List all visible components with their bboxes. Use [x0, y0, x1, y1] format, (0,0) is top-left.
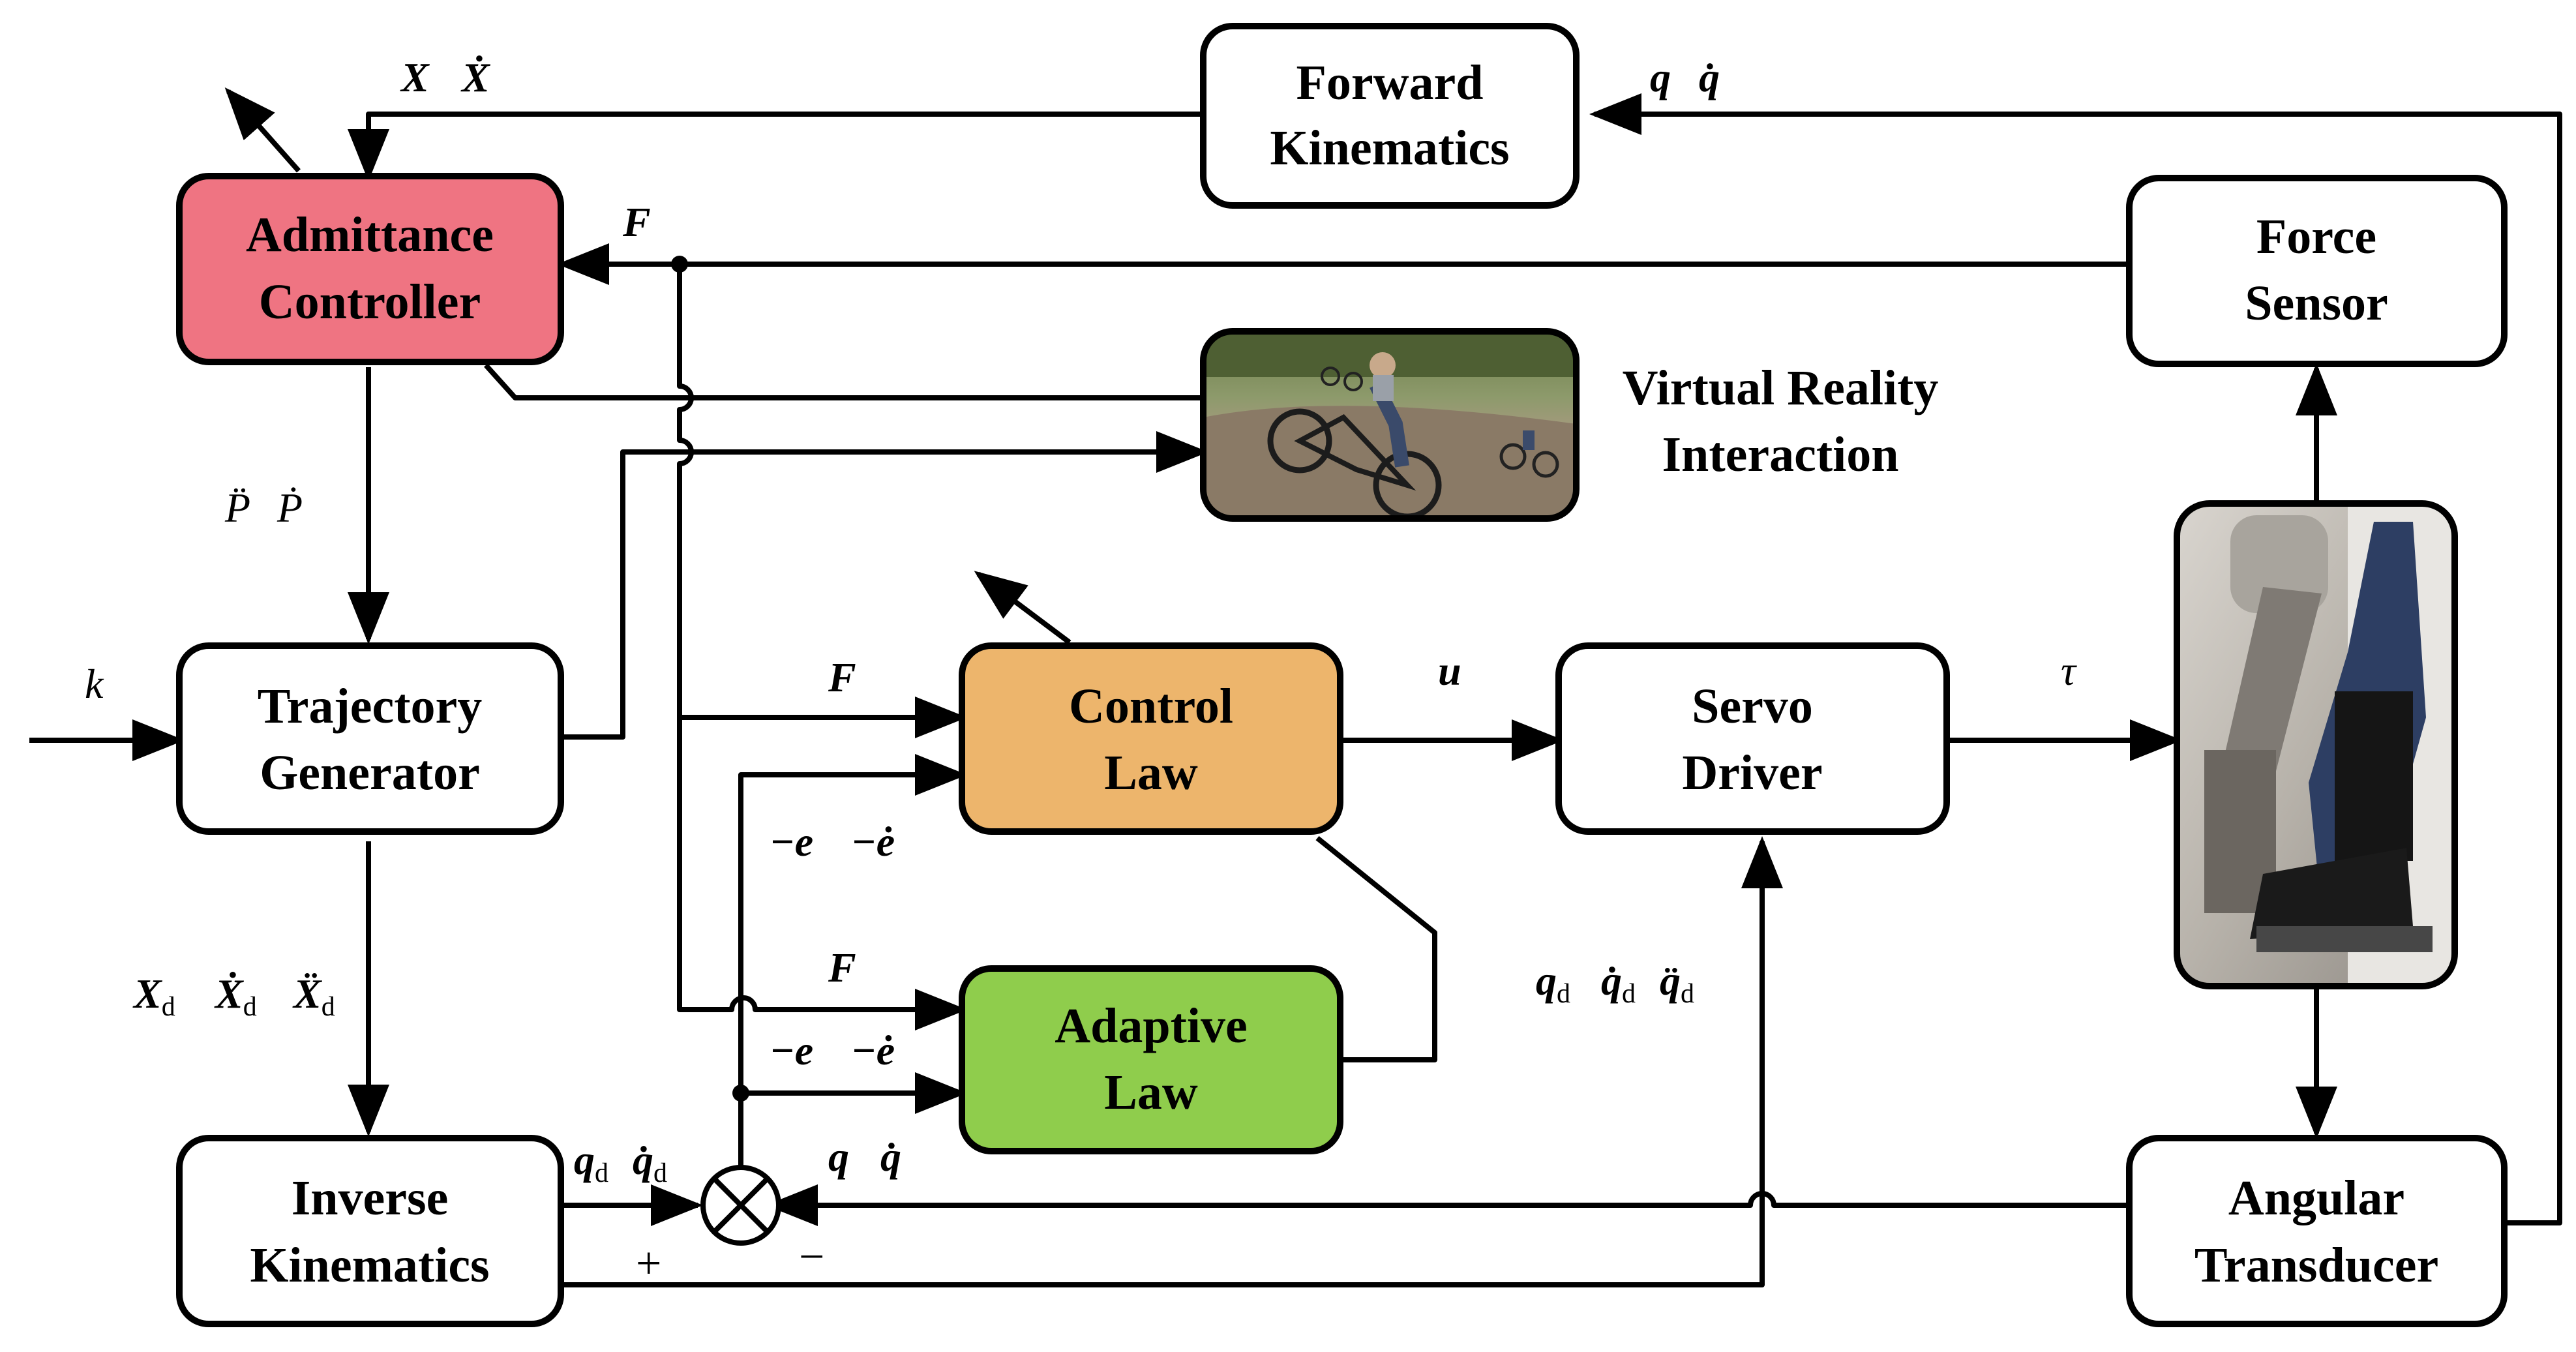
label-p-dot: Ṗ	[277, 485, 303, 531]
svg-text:Admittance: Admittance	[246, 207, 494, 262]
label-xd: Xd	[132, 970, 175, 1022]
label-qd-servo: qd	[1536, 957, 1570, 1009]
label-q: q	[1650, 54, 1671, 100]
tuning-arrow-admittance	[224, 87, 301, 173]
label-x-dot: Ẋ	[460, 54, 490, 100]
label-neg-e-dot-adaptive: −ė	[851, 1027, 895, 1074]
adaptive-law-block: Adaptive Law	[959, 965, 1343, 1154]
wire-trajectory-vr	[561, 431, 1208, 740]
label-neg-e-dot-control: −ė	[851, 819, 895, 865]
label-xd-dot: Ẋd	[214, 970, 257, 1022]
label-p-ddot: P̈	[224, 485, 250, 531]
svg-text:Inverse: Inverse	[292, 1171, 449, 1225]
vr-scene-image	[1200, 328, 1580, 522]
inverse-kinematics-block: Inverse Kinematics	[176, 1135, 564, 1327]
svg-text:Forward: Forward	[1296, 55, 1483, 110]
signal-labels: X Ẋ q q̇ F P̈ Ṗ k F F −e −ė −e −ė q q̇ u…	[85, 54, 2077, 1289]
svg-text:Adaptive: Adaptive	[1055, 999, 1248, 1053]
wire-inverse-servo	[561, 836, 1783, 1287]
label-qd-dot-servo: q̇d	[1601, 957, 1636, 1009]
label-f-control: F	[828, 654, 856, 700]
signal-wires	[29, 87, 2562, 1287]
wire-f-distribution	[677, 264, 694, 717]
svg-text:Force: Force	[2256, 209, 2376, 264]
label-f-adaptive: F	[828, 944, 856, 991]
svg-text:Virtual Reality: Virtual Reality	[1623, 361, 1939, 415]
label-neg-e-adaptive: −e	[770, 1027, 813, 1074]
tuning-arrow-control	[974, 571, 1071, 645]
svg-text:Law: Law	[1104, 1065, 1198, 1120]
virtual-reality-label: Virtual Reality Interaction	[1623, 361, 1939, 482]
svg-text:Law: Law	[1104, 745, 1198, 800]
wire-error-control	[738, 754, 967, 1166]
admittance-controller-block: Admittance Controller	[176, 173, 564, 365]
summing-junction	[700, 1165, 781, 1246]
wire-x-feedback	[348, 112, 1203, 181]
label-f-admittance: F	[622, 199, 651, 245]
label-q-dot-actual: q̇	[880, 1134, 901, 1180]
label-neg-e-control: −e	[770, 819, 813, 865]
svg-text:Kinematics: Kinematics	[1270, 121, 1509, 175]
svg-text:Servo: Servo	[1692, 679, 1813, 734]
label-k: k	[85, 661, 104, 707]
label-minus: −	[799, 1232, 824, 1282]
force-sensor-block: Force Sensor	[2126, 175, 2508, 367]
forward-kinematics-block: Forward Kinematics	[1200, 23, 1580, 209]
label-x: X	[400, 54, 430, 100]
label-xd-ddot: Ẍd	[292, 970, 335, 1022]
svg-text:Angular: Angular	[2228, 1171, 2404, 1225]
label-qd-inverse: qd	[574, 1137, 608, 1188]
junction-dot-error	[732, 1085, 749, 1102]
wire-f-to-adaptive	[677, 717, 967, 1030]
svg-text:Interaction: Interaction	[1662, 427, 1898, 482]
label-plus: +	[636, 1239, 661, 1289]
rehab-robot-photo	[2174, 500, 2458, 989]
label-u: u	[1438, 648, 1461, 694]
label-qd-dot-inverse: q̇d	[633, 1137, 667, 1188]
svg-text:Control: Control	[1069, 679, 1233, 734]
label-tau: τ	[2061, 648, 2077, 694]
wire-q-feedback	[1589, 93, 2562, 1225]
svg-text:Controller: Controller	[259, 275, 481, 329]
svg-text:Transducer: Transducer	[2194, 1238, 2438, 1293]
label-qd-ddot-servo: q̈d	[1660, 957, 1694, 1009]
servo-driver-block: Servo Driver	[1555, 642, 1950, 835]
label-q-dot: q̇	[1699, 54, 1720, 100]
svg-text:Sensor: Sensor	[2245, 276, 2388, 331]
control-law-block: Control Law	[959, 642, 1343, 835]
wire-admittance-vr	[484, 363, 1203, 400]
junction-dot-force	[671, 256, 688, 273]
svg-text:Generator: Generator	[260, 745, 480, 800]
svg-text:Kinematics: Kinematics	[250, 1238, 489, 1293]
trajectory-generator-block: Trajectory Generator	[176, 642, 564, 835]
wire-transducer-sum	[766, 1184, 2129, 1226]
svg-text:Driver: Driver	[1682, 745, 1822, 800]
angular-transducer-block: Angular Transducer	[2126, 1135, 2508, 1327]
label-q-actual: q	[828, 1134, 849, 1180]
svg-text:Trajectory: Trajectory	[258, 679, 483, 734]
wire-adaptive-control	[1315, 835, 1437, 1062]
